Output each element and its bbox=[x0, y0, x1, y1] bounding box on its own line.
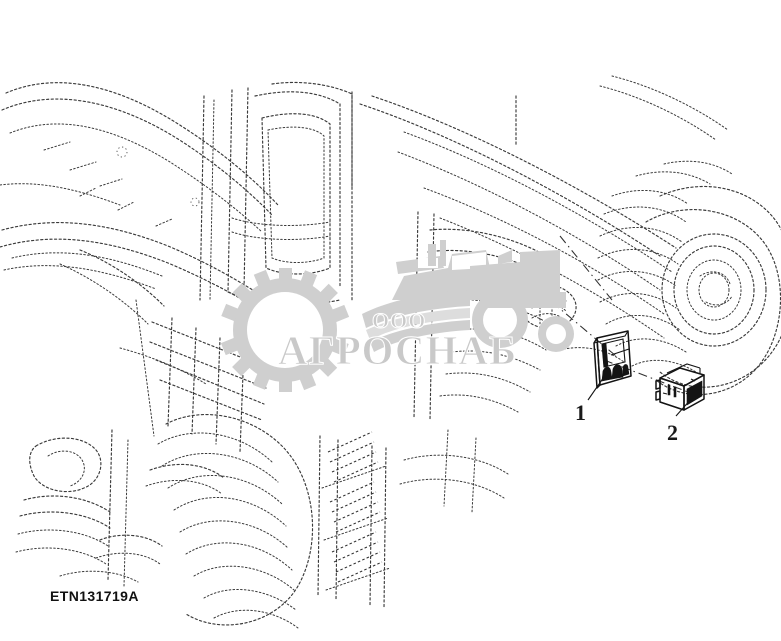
watermark-graphics bbox=[220, 240, 574, 392]
cab-frame bbox=[199, 81, 353, 305]
part-2-rocker-switch bbox=[655, 363, 705, 411]
callout-number-1: 1 bbox=[575, 400, 586, 425]
rear-axle-phantom bbox=[399, 347, 625, 513]
access-steps bbox=[317, 431, 391, 609]
rear-tire bbox=[597, 160, 781, 396]
engine-frame-components bbox=[15, 429, 225, 587]
leader-upper bbox=[559, 235, 613, 301]
gear-icon bbox=[220, 268, 350, 392]
step-tread-hatching bbox=[327, 431, 383, 583]
callout-number-2: 2 bbox=[667, 420, 678, 445]
front-tire bbox=[157, 414, 314, 629]
part-1-switch-label-plate bbox=[593, 330, 632, 389]
part-number-label: ETN131719A bbox=[50, 588, 139, 604]
leader-plate-to-switch bbox=[603, 359, 689, 393]
hood-outline bbox=[0, 82, 279, 315]
center-frame bbox=[59, 249, 269, 453]
combine-harvester-icon bbox=[362, 240, 574, 352]
